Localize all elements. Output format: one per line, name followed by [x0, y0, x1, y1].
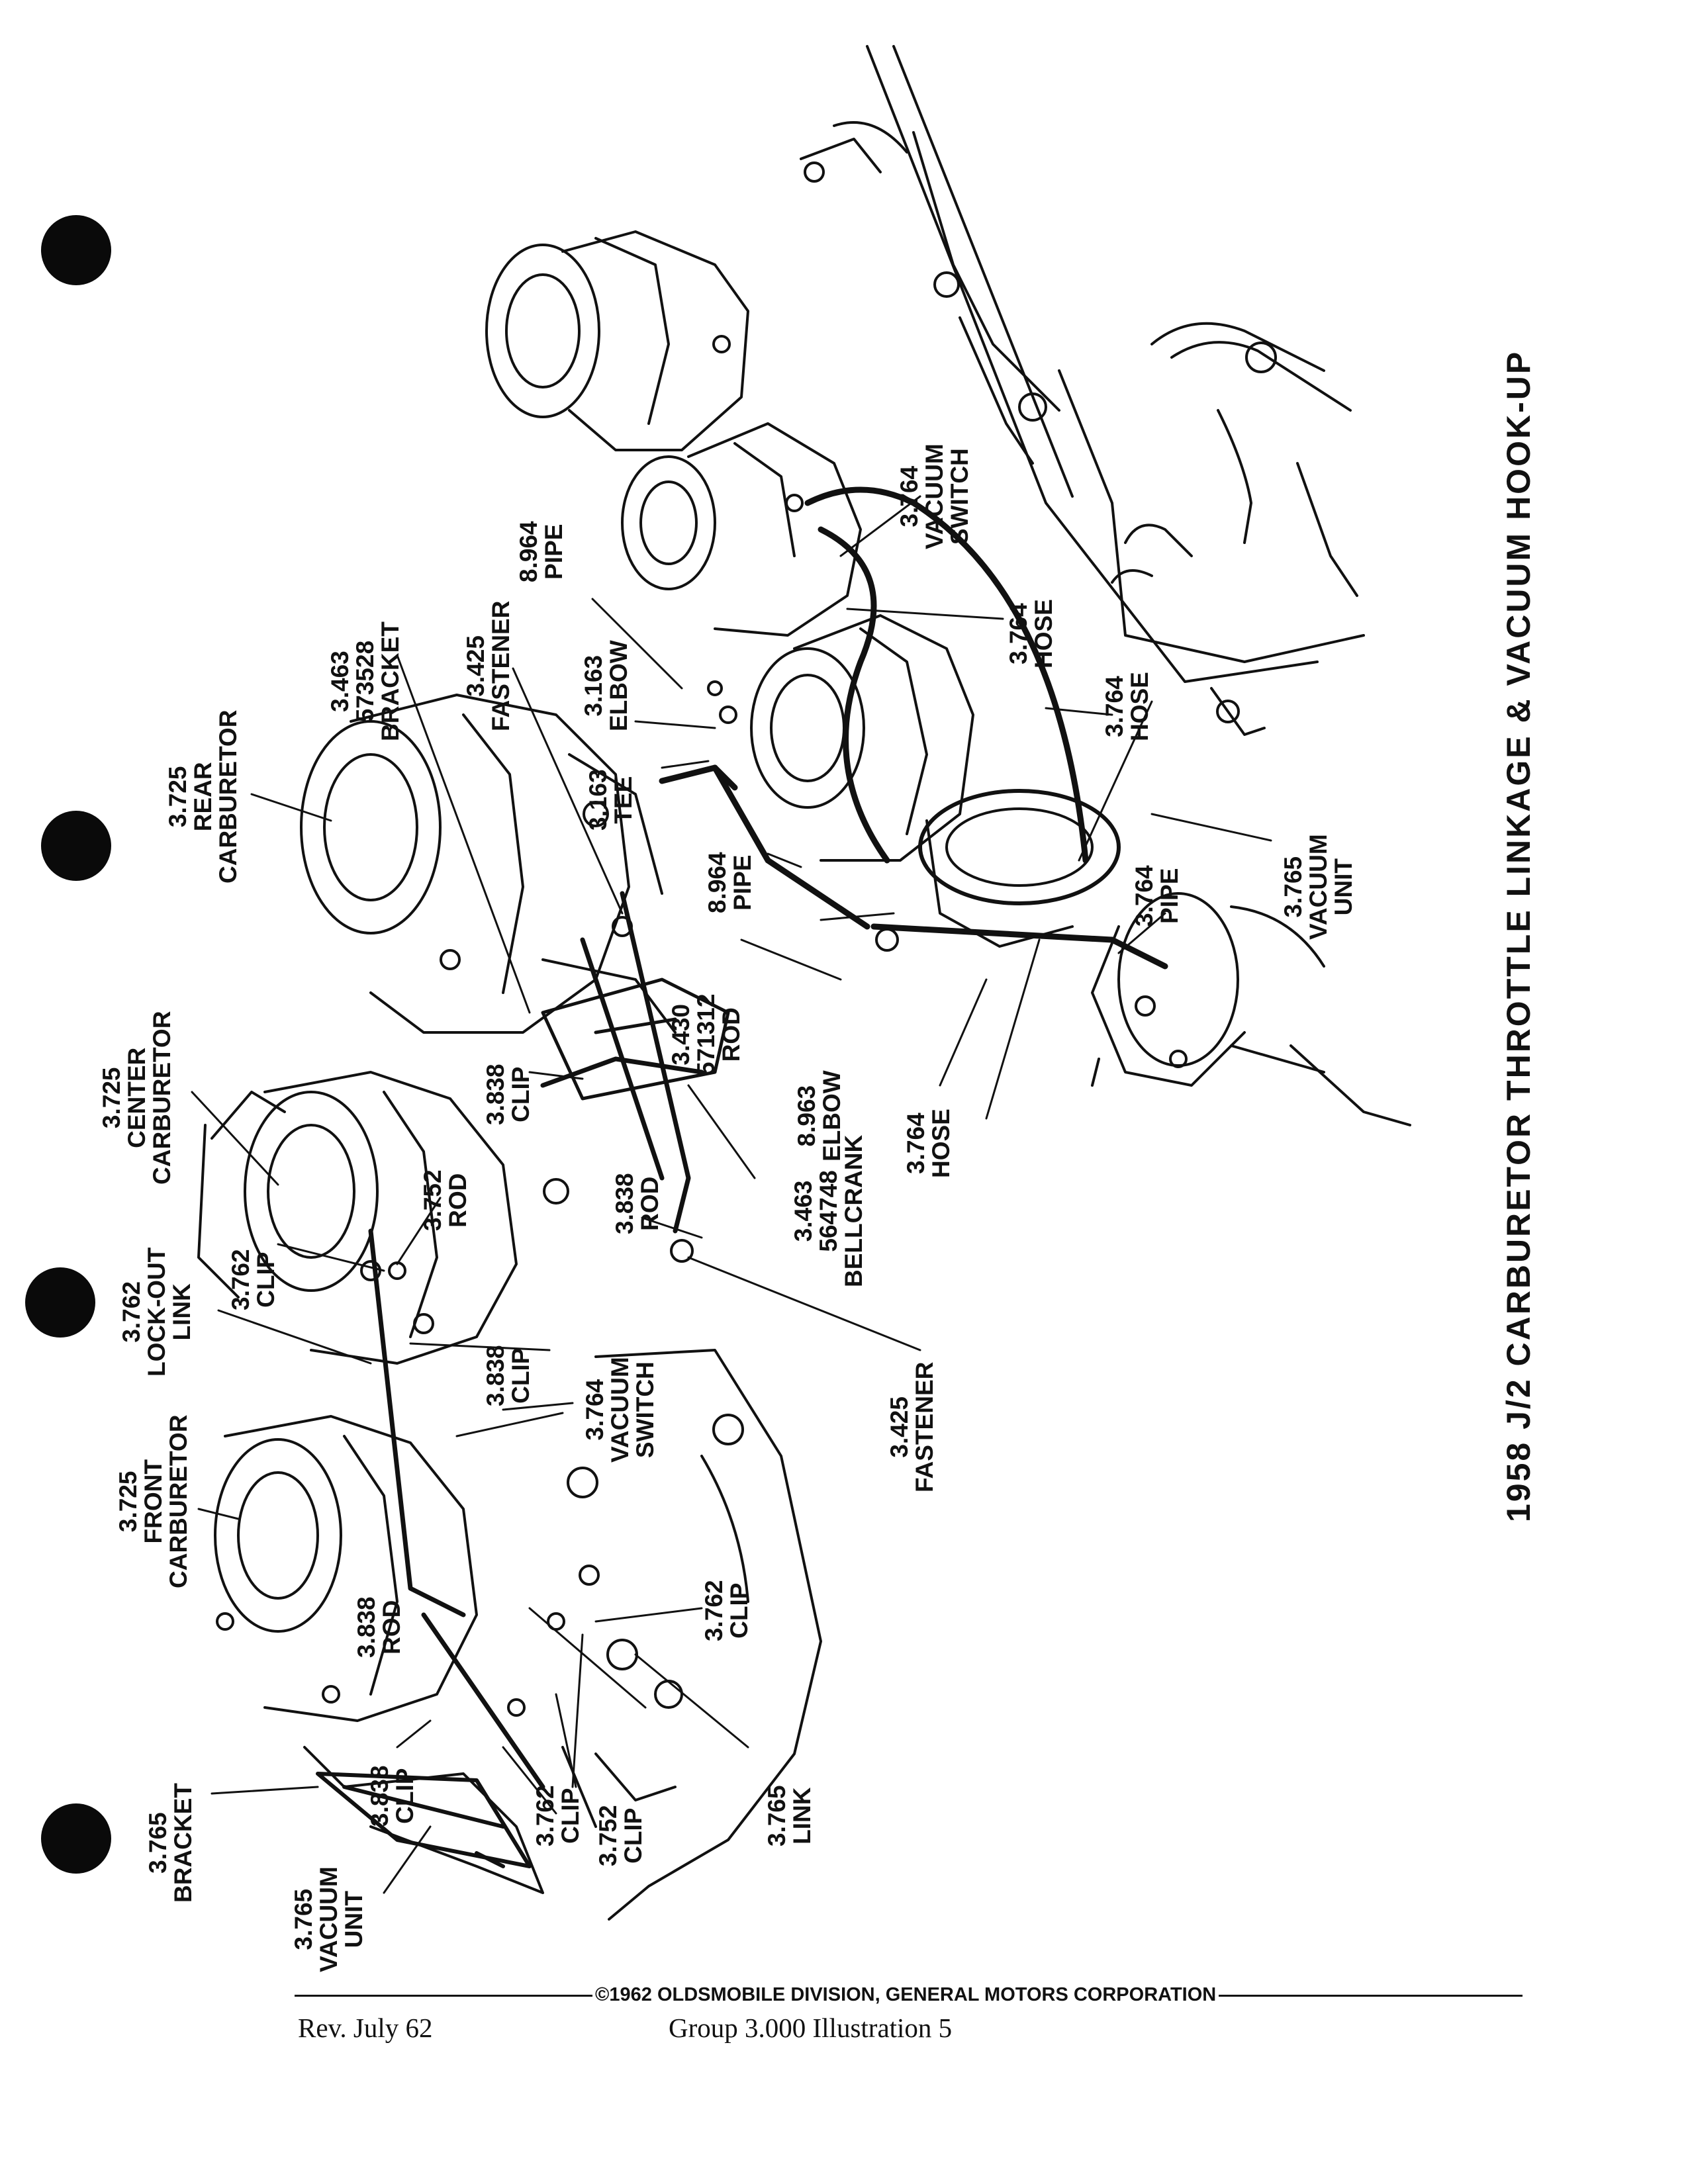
front-carburetor: [214, 1415, 544, 1894]
copyright-notice: ©1962 OLDSMOBILE DIVISION, GENERAL MOTOR…: [592, 1984, 1219, 2006]
diagram-title: 1958 J/2 CARBURETOR THROTTLE LINKAGE & V…: [1500, 349, 1537, 1522]
revision-date: Rev. July 62: [298, 2013, 433, 2043]
far-carburetor-group: [485, 230, 862, 637]
punch-hole-3: [25, 1267, 95, 1338]
leader-lines: [191, 495, 1272, 1894]
throttle-linkage: [368, 891, 704, 1790]
distributor: [1091, 892, 1411, 1126]
group-illustration: Group 3.000 Illustration 5: [669, 2013, 953, 2043]
right-carburetor: [750, 614, 1121, 948]
punch-hole-4: [41, 1803, 111, 1874]
front-vacuum-unit: [316, 1772, 532, 1868]
punch-hole-1: [41, 215, 111, 285]
bellcrank-bracket: [541, 978, 730, 1101]
engine-block-outline: [800, 45, 1365, 736]
intake-manifold: [561, 1349, 822, 1921]
rear-carburetor: [300, 694, 677, 1034]
vacuum-hoses: [659, 486, 1168, 970]
punch-hole-2: [41, 811, 111, 881]
center-carburetor: [197, 1071, 569, 1365]
